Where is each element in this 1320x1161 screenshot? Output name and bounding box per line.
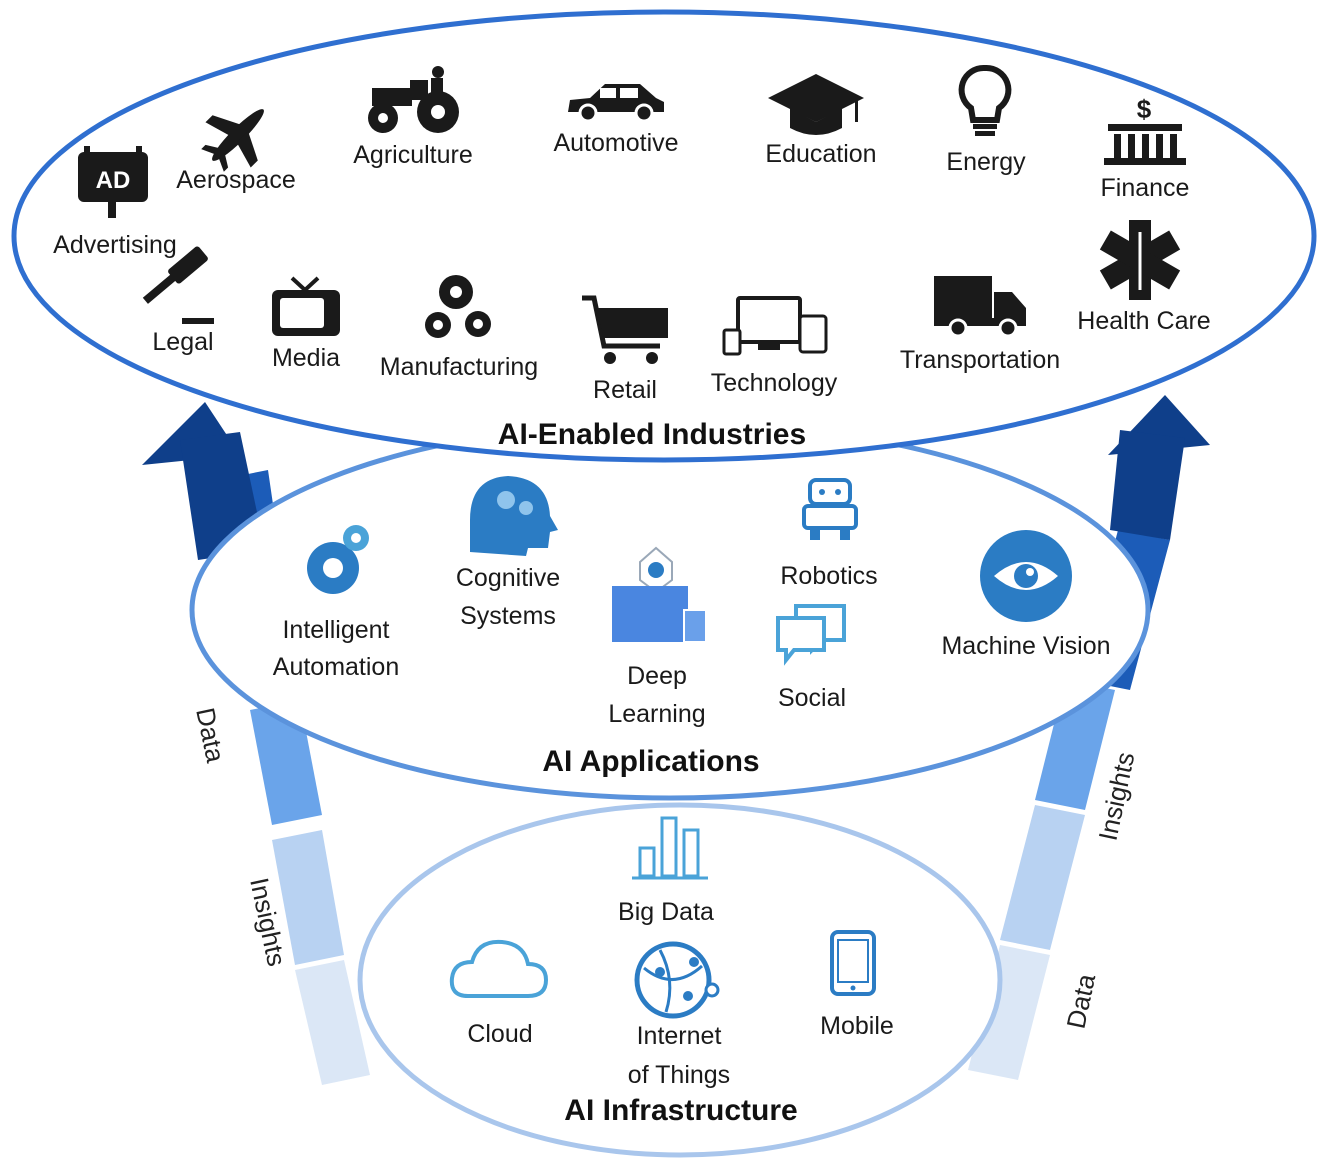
right-flow-label-data: Data xyxy=(1061,971,1102,1031)
infrastructure-title: AI Infrastructure xyxy=(564,1094,797,1127)
label-media: Media xyxy=(272,344,340,372)
right-arrow-segment-light xyxy=(1000,805,1085,950)
bank-icon: $ xyxy=(1104,94,1186,165)
tv-icon xyxy=(272,276,340,336)
label-intelligent-automation-line2: Automation xyxy=(273,653,399,681)
label-cognitive-systems-line2: Systems xyxy=(460,602,556,630)
label-cognitive-systems-line1: Cognitive xyxy=(456,564,560,592)
industries-title: AI-Enabled Industries xyxy=(498,418,806,451)
tractor-icon xyxy=(368,66,459,133)
right-arrow-segment-mid xyxy=(1035,680,1115,810)
label-robotics: Robotics xyxy=(780,562,877,590)
label-deep-learning-line1: Deep xyxy=(627,662,687,690)
left-arrow-segment-faint xyxy=(295,960,370,1085)
label-cloud: Cloud xyxy=(467,1020,532,1048)
label-agriculture: Agriculture xyxy=(353,141,473,169)
label-education: Education xyxy=(765,140,876,168)
left-flow-label-data: Data xyxy=(190,705,231,765)
label-transportation: Transportation xyxy=(900,346,1060,374)
label-manufacturing: Manufacturing xyxy=(380,353,538,381)
shopping-cart-icon xyxy=(582,295,668,364)
label-technology: Technology xyxy=(711,369,838,397)
gears-icon xyxy=(425,275,491,338)
right-arrow-segment-faint xyxy=(968,945,1050,1080)
smartphone-icon xyxy=(830,930,876,996)
chat-bubbles-icon xyxy=(776,604,846,666)
label-retail: Retail xyxy=(593,376,657,404)
gavel-icon xyxy=(142,246,214,324)
label-machine-vision: Machine Vision xyxy=(941,632,1110,660)
cloud-icon xyxy=(449,939,549,998)
graduation-cap-icon xyxy=(768,74,864,135)
applications-title: AI Applications xyxy=(542,745,759,778)
automation-gears-icon xyxy=(307,525,369,594)
label-health-care: Health Care xyxy=(1077,307,1210,335)
advertising-icon: AD xyxy=(78,146,148,218)
deep-learning-icon xyxy=(612,546,707,643)
left-arrow-segment-light xyxy=(272,830,344,965)
label-legal: Legal xyxy=(152,328,213,356)
eye-icon xyxy=(980,530,1072,622)
label-iot-line2: of Things xyxy=(628,1061,730,1089)
label-deep-learning-line2: Learning xyxy=(608,700,705,728)
star-of-life-icon xyxy=(1099,220,1181,300)
bar-chart-icon xyxy=(632,816,708,880)
label-finance: Finance xyxy=(1101,174,1190,202)
label-iot-line1: Internet xyxy=(637,1022,722,1050)
label-automotive: Automotive xyxy=(553,129,678,157)
label-mobile: Mobile xyxy=(820,1012,894,1040)
label-advertising: Advertising xyxy=(53,231,177,259)
lightbulb-icon xyxy=(958,64,1012,136)
right-arrow-shaft-top xyxy=(1110,430,1185,540)
label-energy: Energy xyxy=(946,148,1026,176)
car-icon xyxy=(568,84,664,123)
globe-network-icon xyxy=(634,941,720,1019)
truck-icon xyxy=(934,276,1026,338)
label-social: Social xyxy=(778,684,846,712)
label-big-data: Big Data xyxy=(618,898,714,926)
robot-icon xyxy=(802,478,858,540)
brain-head-icon xyxy=(470,476,558,556)
right-flow-label-insights: Insights xyxy=(1093,749,1141,843)
dollar-sign: $ xyxy=(1137,94,1152,124)
label-aerospace: Aerospace xyxy=(176,166,296,194)
devices-icon xyxy=(722,296,828,356)
ad-badge-text: AD xyxy=(96,167,131,194)
airplane-icon xyxy=(201,109,264,172)
label-intelligent-automation-line1: Intelligent xyxy=(282,616,389,644)
